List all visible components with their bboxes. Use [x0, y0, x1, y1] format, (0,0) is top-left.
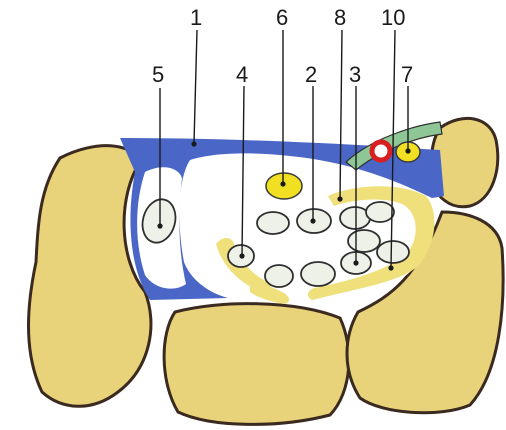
label-8: 8 — [334, 5, 346, 30]
label-10: 10 — [381, 5, 405, 30]
flexor-tendon — [377, 241, 409, 263]
flexor-tendon — [366, 202, 394, 222]
leader-dot-8 — [337, 196, 342, 201]
label-6: 6 — [276, 5, 288, 30]
leader-dot-6 — [280, 181, 285, 186]
flexor-tendon — [265, 265, 293, 287]
label-4: 4 — [236, 62, 248, 87]
left-carpal-bone — [29, 146, 151, 407]
leader-dot-2 — [310, 218, 315, 223]
flexor-tendon — [301, 262, 335, 286]
leader-dot-10 — [388, 265, 393, 270]
bottom-carpal-bone — [164, 304, 349, 425]
flexor-tendon — [257, 212, 289, 234]
leader-dot-1 — [191, 141, 196, 146]
leader-dot-3 — [353, 260, 358, 265]
label-2: 2 — [305, 62, 317, 87]
label-3: 3 — [349, 62, 361, 87]
leader-dot-7 — [405, 148, 410, 153]
ulnar-artery — [372, 142, 390, 160]
leader-dot-5 — [157, 223, 162, 228]
leader-line-1 — [194, 30, 197, 143]
label-7: 7 — [401, 62, 413, 87]
leader-dot-4 — [239, 253, 244, 258]
label-1: 1 — [190, 5, 202, 30]
label-5: 5 — [152, 62, 164, 87]
flexor-tendon — [348, 230, 380, 252]
